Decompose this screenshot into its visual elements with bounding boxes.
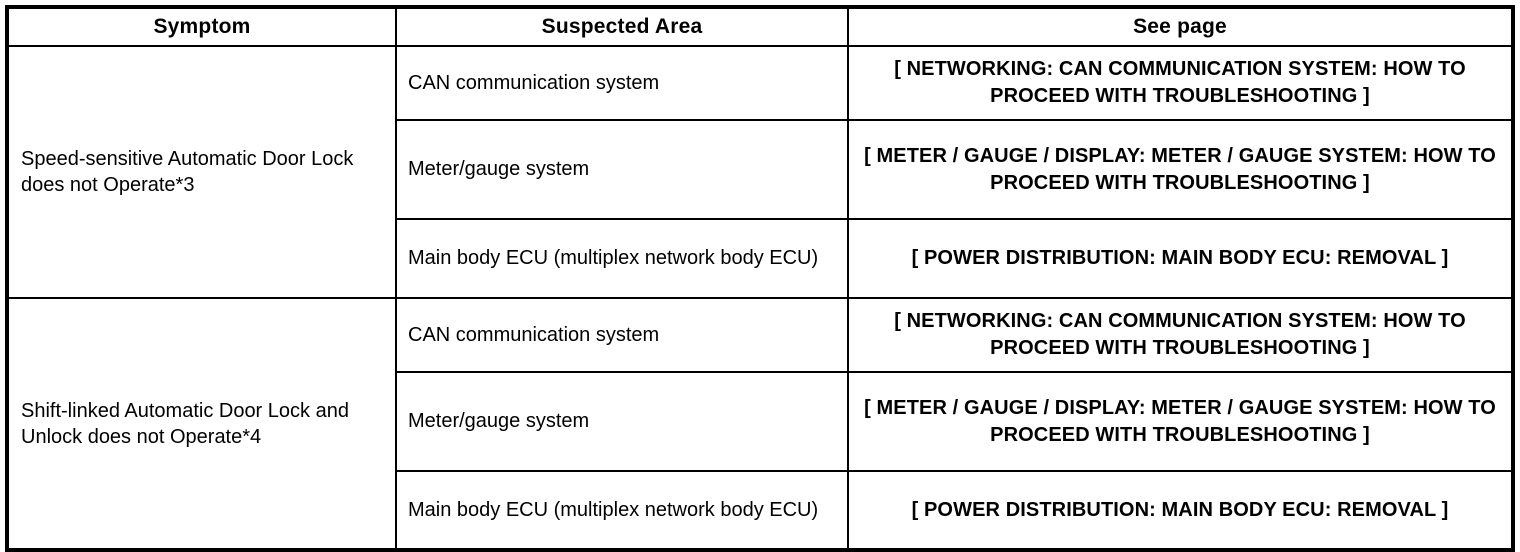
suspected-area-cell: Main body ECU (multiplex network body EC… (395, 470, 849, 551)
table-row: Shift-linked Automatic Door Lock and Unl… (6, 297, 1514, 551)
see-page-cell: [ NETWORKING: CAN COMMUNICATION SYSTEM: … (847, 45, 1514, 121)
suspected-area-cell: Main body ECU (multiplex network body EC… (395, 218, 849, 299)
see-page-cell: [ METER / GAUGE / DISPLAY: METER / GAUGE… (847, 371, 1514, 472)
suspected-area-cell: Meter/gauge system (395, 119, 849, 220)
suspected-area-cell: CAN communication system (395, 297, 849, 373)
table-row: Speed-sensitive Automatic Door Lock does… (6, 45, 1514, 299)
column-header-symptom: Symptom (6, 6, 397, 47)
table-header-row: Symptom Suspected Area See page (6, 6, 1514, 47)
see-page-cell: [ NETWORKING: CAN COMMUNICATION SYSTEM: … (847, 297, 1514, 373)
see-page-cell: [ METER / GAUGE / DISPLAY: METER / GAUGE… (847, 119, 1514, 220)
table-row: Meter/gauge system [ METER / GAUGE / DIS… (7, 119, 1514, 220)
symptom-cell: Speed-sensitive Automatic Door Lock does… (6, 45, 397, 299)
column-header-suspected-area: Suspected Area (395, 6, 849, 47)
column-header-see-page: See page (847, 6, 1514, 47)
see-page-cell: [ POWER DISTRIBUTION: MAIN BODY ECU: REM… (847, 218, 1514, 299)
see-page-cell: [ POWER DISTRIBUTION: MAIN BODY ECU: REM… (847, 470, 1514, 551)
suspected-area-cell: Meter/gauge system (395, 371, 849, 472)
suspected-area-cell: CAN communication system (395, 45, 849, 121)
diagnostic-trouble-table: Symptom Suspected Area See page Speed-se… (5, 5, 1515, 552)
symptom-cell: Shift-linked Automatic Door Lock and Unl… (6, 297, 397, 551)
table-row: Main body ECU (multiplex network body EC… (7, 218, 1514, 299)
table-row: Main body ECU (multiplex network body EC… (7, 470, 1514, 551)
table-row: Meter/gauge system [ METER / GAUGE / DIS… (7, 371, 1514, 472)
